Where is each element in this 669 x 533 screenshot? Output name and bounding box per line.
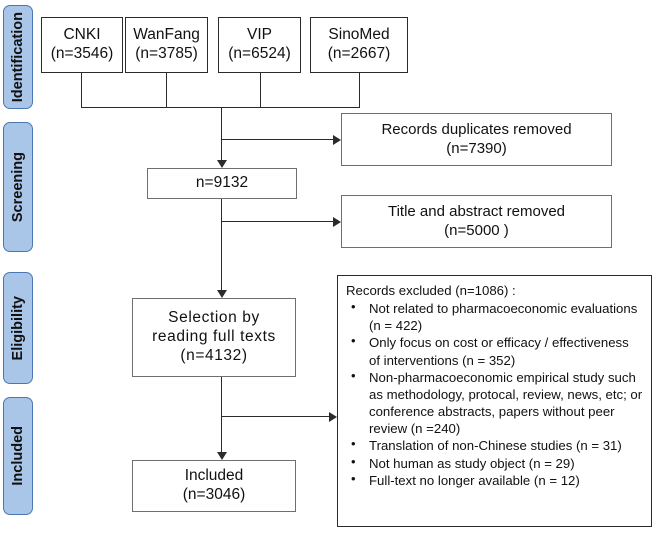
excluded-box-title-abstract-line1: Title and abstract removed	[387, 203, 566, 221]
node-included-line2: (n=3046)	[182, 486, 246, 503]
excluded-reason-text: Full-text no longer available (n = 12)	[369, 472, 580, 488]
source-box-cnki-count: (n=3546)	[50, 45, 114, 62]
excluded-reason-item: • Full-text no longer available (n = 12)	[345, 470, 643, 489]
source-box-vip-count: (n=6524)	[228, 45, 291, 62]
arrow-to-included-box	[217, 452, 227, 460]
connector-vip-drop	[260, 73, 262, 108]
excluded-reason-text: Not human as study object (n = 29)	[369, 455, 575, 471]
source-box-cnki-name: CNKI	[63, 26, 101, 44]
stage-tab-screening[interactable]: Screening	[3, 122, 33, 252]
node-full-text-selection: Selection by reading full texts (n=4132)	[132, 298, 296, 377]
arrow-to-after-dedup	[217, 160, 227, 168]
source-box-vip-name: VIP	[247, 26, 272, 44]
connector-branch-full-text-excluded	[221, 416, 331, 418]
bullet-icon: •	[351, 436, 356, 452]
stage-tab-included[interactable]: Included	[3, 397, 33, 515]
source-box-sinomed-name: SinoMed	[328, 26, 390, 44]
excluded-reason-text: Translation of non-Chinese studies (n = …	[369, 438, 622, 454]
arrow-to-duplicates-box	[333, 135, 341, 145]
connector-spine-screening	[221, 199, 223, 291]
source-box-wanfang-name: WanFang	[133, 26, 200, 44]
excluded-reason-item: • Translation of non-Chinese studies (n …	[345, 436, 643, 454]
excluded-reason-item: • Not human as study object (n = 29)	[345, 453, 643, 472]
arrow-to-full-text-excluded-box	[329, 412, 337, 422]
excluded-reason-item: • Non-pharmacoeconomic empirical study s…	[345, 367, 643, 438]
excluded-reason-item: • Not related to pharmacoeconomic evalua…	[345, 299, 643, 334]
excluded-box-title-abstract-line2: (n=5000 )	[444, 221, 509, 239]
excluded-reason-text: Only focus on cost or efficacy / effecti…	[369, 335, 629, 368]
node-after-dedup-label: n=9132	[195, 174, 249, 192]
connector-spine-identification	[221, 107, 223, 161]
stage-tab-screening-label: Screening	[10, 151, 26, 223]
node-included-line1: Included	[184, 467, 244, 485]
source-box-cnki: CNKI (n=3546)	[41, 17, 123, 73]
bullet-icon: •	[351, 470, 356, 486]
source-box-vip: VIP (n=6524)	[218, 17, 301, 73]
source-box-wanfang-count: (n=3785)	[135, 45, 198, 62]
stage-tab-included-label: Included	[10, 426, 26, 486]
node-included: Included (n=3046)	[132, 460, 296, 512]
excluded-reason-text: Not related to pharmacoeconomic evaluati…	[369, 301, 638, 334]
stage-tab-identification[interactable]: Identification	[3, 5, 33, 109]
connector-branch-duplicates	[221, 139, 334, 141]
stage-tab-identification-label: Identification	[10, 11, 26, 103]
node-full-text-selection-line3: (n=4132)	[180, 346, 248, 364]
bullet-icon: •	[351, 333, 356, 349]
arrow-to-selection-box	[217, 290, 227, 298]
stage-tab-eligibility-label: Eligibility	[10, 295, 26, 361]
bullet-icon: •	[351, 453, 356, 469]
excluded-box-full-text-header: Records excluded (n=1086) :	[346, 283, 516, 298]
node-after-dedup: n=9132	[147, 168, 297, 199]
excluded-box-full-text: Records excluded (n=1086) : • Not relate…	[337, 275, 652, 527]
bullet-icon: •	[351, 367, 356, 383]
connector-cnki-drop	[81, 73, 83, 108]
excluded-box-title-abstract: Title and abstract removed (n=5000 )	[341, 195, 612, 248]
excluded-box-duplicates: Records duplicates removed (n=7390)	[341, 113, 612, 166]
excluded-reason-list: • Not related to pharmacoeconomic evalua…	[345, 299, 643, 489]
connector-merge-bus	[81, 107, 360, 109]
bullet-icon: •	[351, 299, 356, 315]
node-full-text-selection-line1: Selection by	[168, 309, 260, 327]
source-box-sinomed-count: (n=2667)	[327, 45, 391, 62]
excluded-reason-text: Non-pharmacoeconomic empirical study suc…	[369, 369, 643, 437]
excluded-box-duplicates-line1: Records duplicates removed	[381, 121, 572, 139]
source-box-wanfang: WanFang (n=3785)	[125, 17, 208, 73]
stage-tab-eligibility[interactable]: Eligibility	[3, 272, 33, 384]
connector-sinomed-drop	[359, 73, 361, 108]
excluded-box-duplicates-line2: (n=7390)	[446, 139, 507, 157]
source-box-sinomed: SinoMed (n=2667)	[310, 17, 408, 73]
connector-spine-eligibility	[221, 377, 223, 453]
node-full-text-selection-line2: reading full texts	[152, 328, 276, 346]
connector-wanfang-drop	[166, 73, 168, 108]
connector-branch-title-abstract	[221, 221, 334, 223]
arrow-to-title-abstract-box	[333, 217, 341, 227]
excluded-reason-item: • Only focus on cost or efficacy / effec…	[345, 333, 643, 368]
